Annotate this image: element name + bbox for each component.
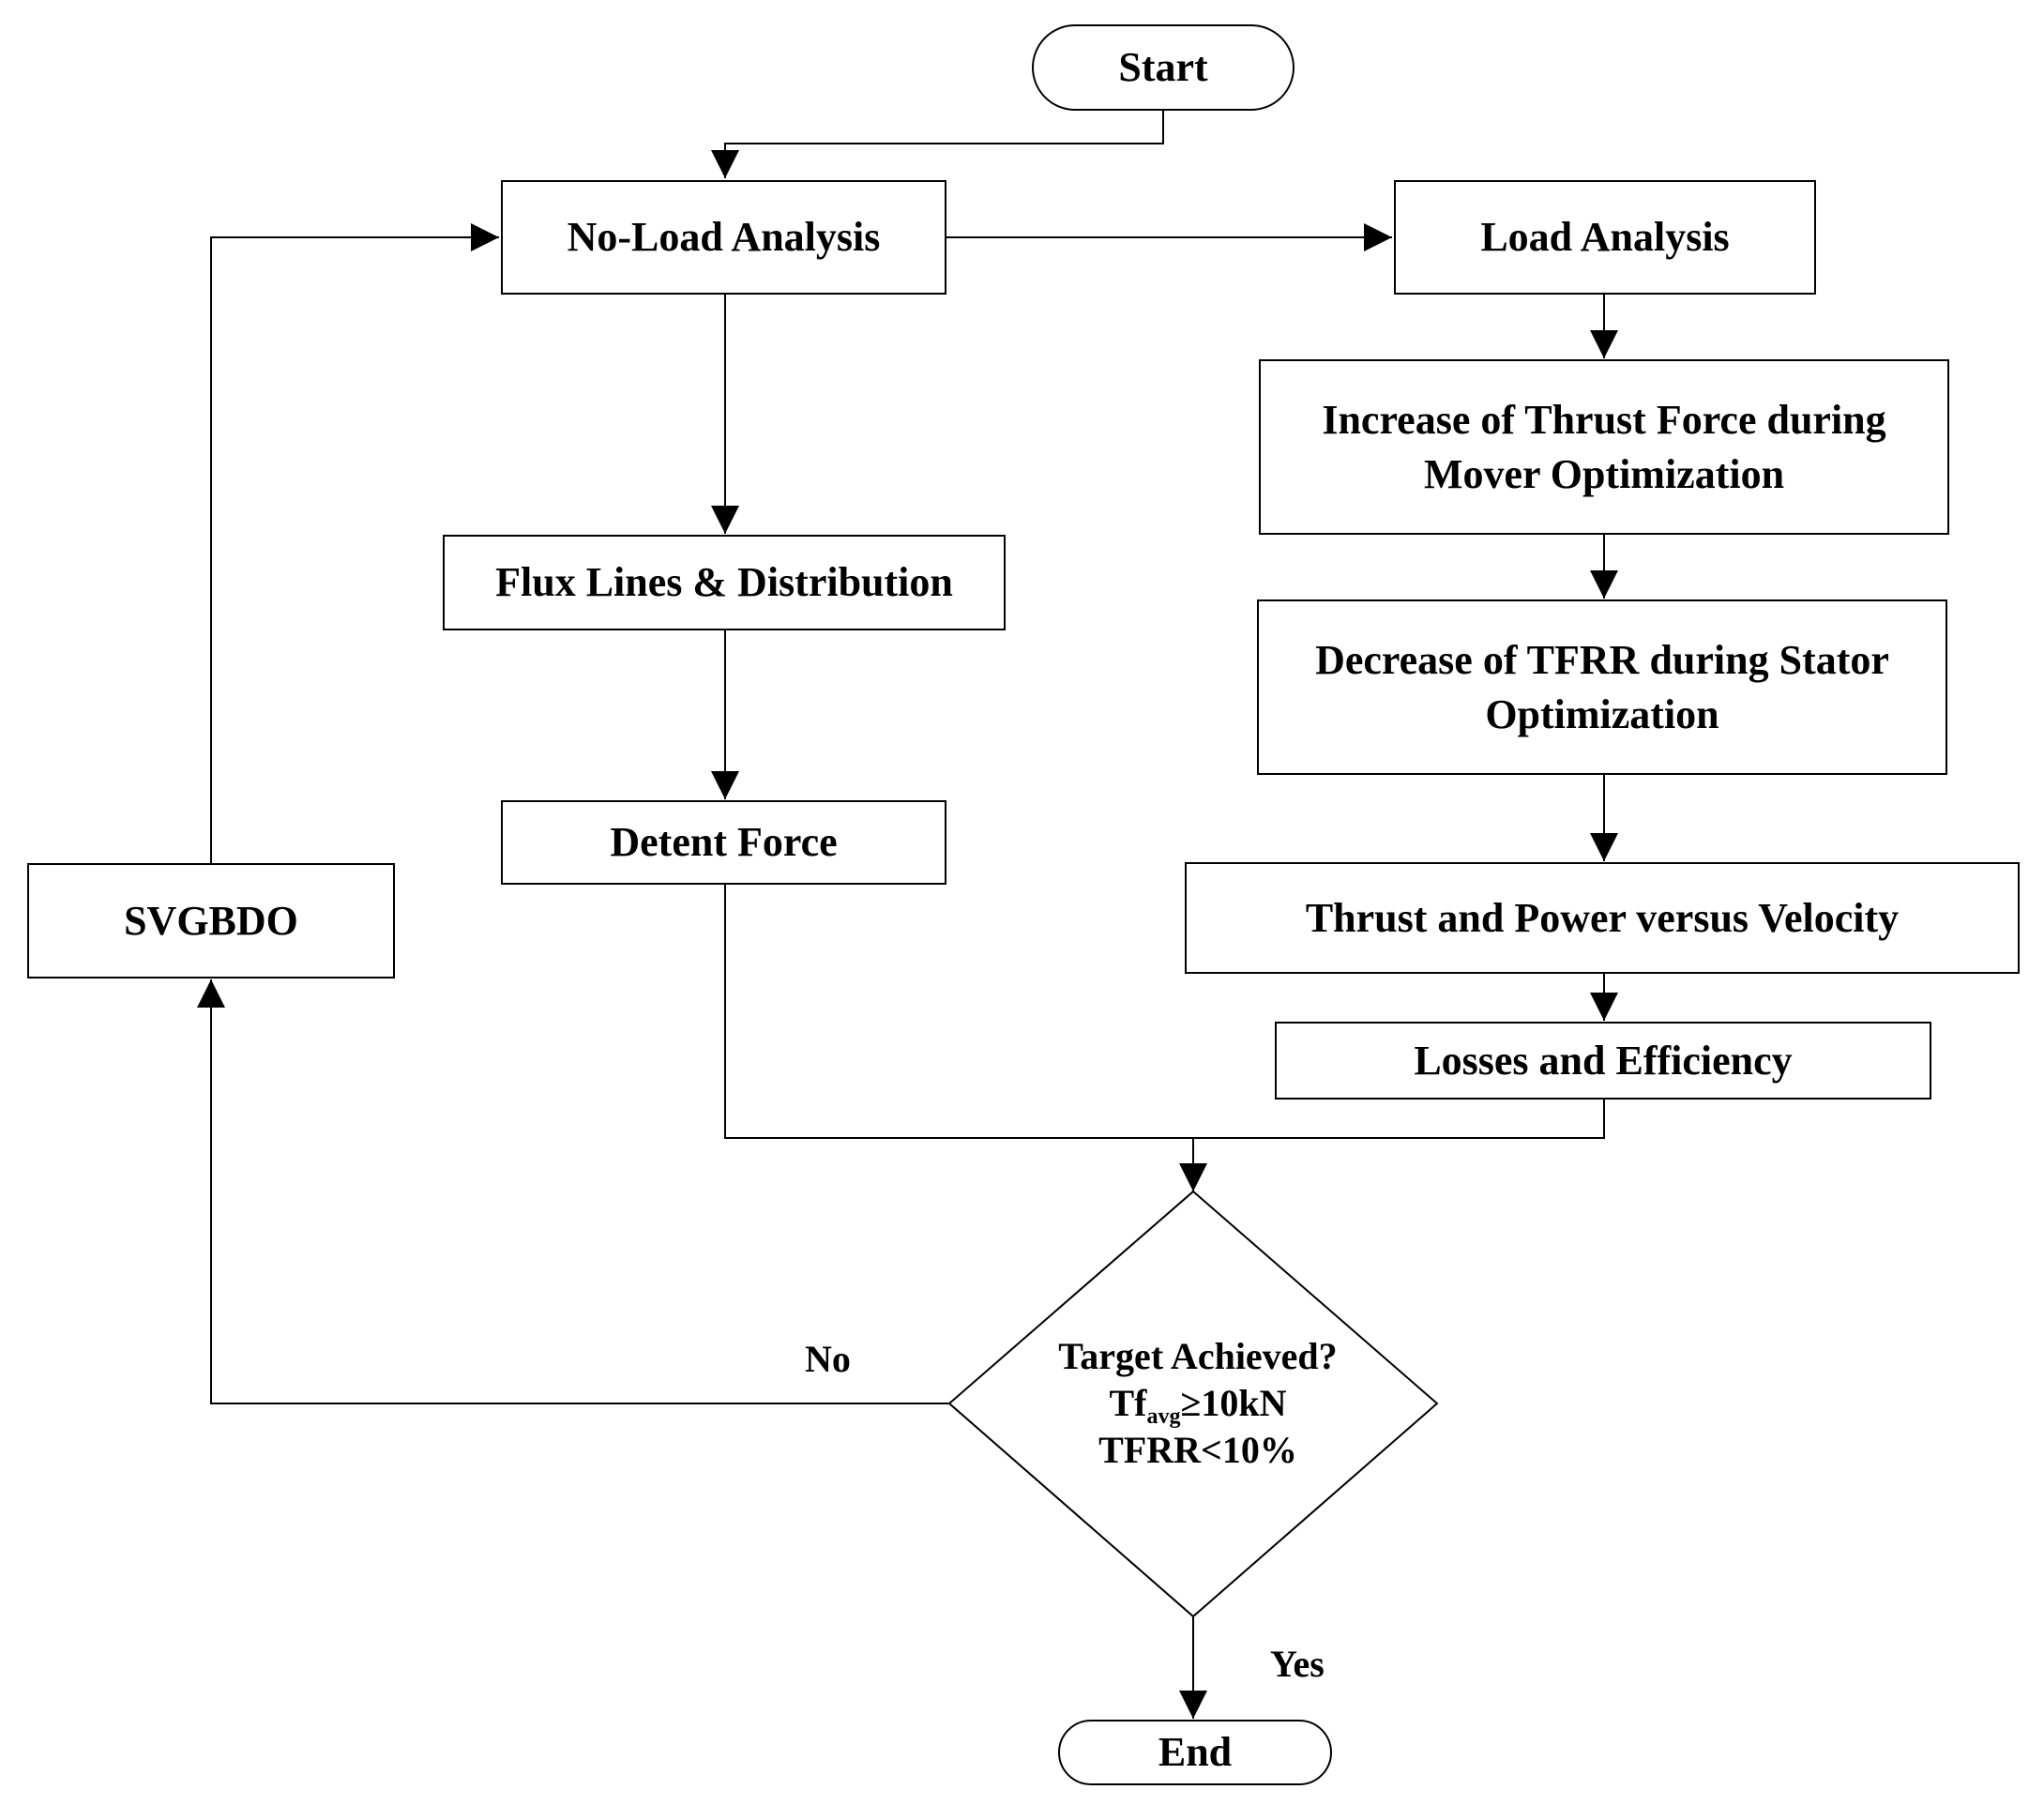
decision-condition-thrust: Tfavg≥10kN (1109, 1382, 1287, 1429)
decrease-tfrr-box: Decrease of TFRR during Stator Optimizat… (1257, 599, 1947, 775)
increase-thrust-force-box: Increase of Thrust Force during Mover Op… (1259, 359, 1949, 535)
edge-start-noload (711, 111, 1164, 178)
load-analysis-box: Load Analysis (1394, 180, 1816, 295)
edge-label-no: No (805, 1338, 851, 1380)
losses-efficiency-box: Losses and Efficiency (1275, 1022, 1931, 1100)
detent-force-box: Detent Force (501, 800, 946, 885)
edge-detent-merge (724, 884, 1605, 1139)
flux-lines-distribution-box: Flux Lines & Distribution (443, 535, 1006, 630)
no-load-analysis-box: No-Load Analysis (501, 180, 946, 295)
start-terminal: Start (1032, 24, 1295, 111)
decision-diamond (947, 1190, 1439, 1618)
svgbdo-box: SVGBDO (27, 863, 395, 978)
thrust-power-velocity-box: Thrust and Power versus Velocity (1185, 862, 2020, 974)
edge-decision-no (197, 979, 949, 1404)
decision-question: Target Achieved? (1058, 1335, 1338, 1377)
edge-svgbdo-noload (210, 223, 499, 863)
avg-subscript: avg (1146, 1404, 1181, 1429)
end-terminal: End (1058, 1720, 1332, 1785)
edge-label-yes: Yes (1270, 1643, 1325, 1685)
decision-condition-tfrr: TFRR<10% (1098, 1429, 1297, 1471)
